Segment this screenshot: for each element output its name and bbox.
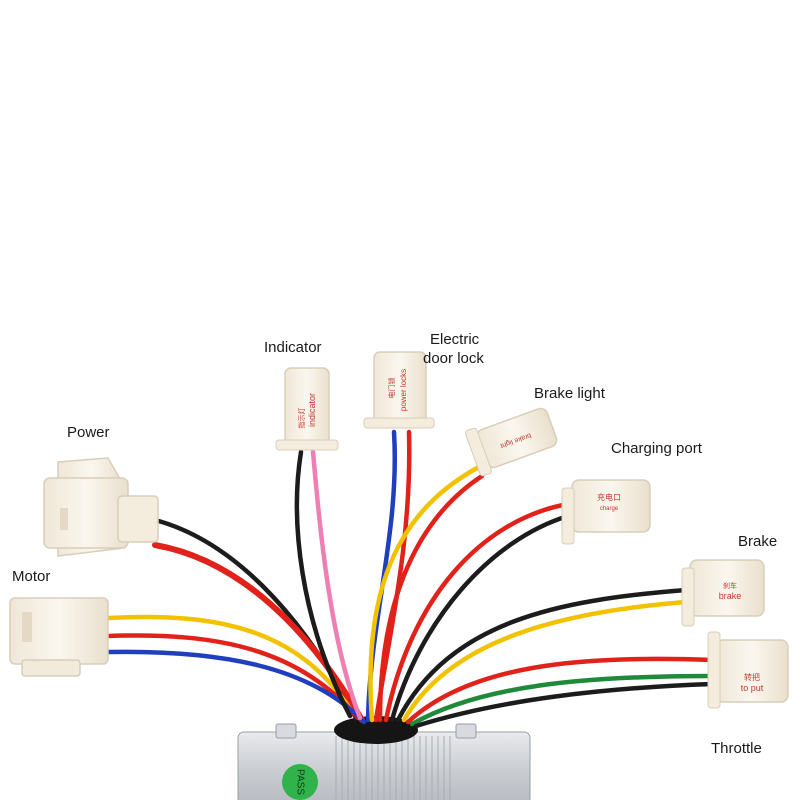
wire-throttle-red [405,656,715,725]
label-indicator: Indicator [264,339,322,356]
brake-light-connector: brake light [464,407,558,477]
wire-power-red [152,542,365,723]
label-brake: Brake [738,533,778,550]
wire-charge-red [383,501,571,723]
wire-throttle-green [409,673,715,727]
indicator-connector: 指示灯 indicator [275,367,339,451]
label-motor: Motor [12,568,51,585]
wire-brakelight-red [377,473,485,723]
brake-connector: 刹车 brake [681,559,765,627]
label-door-lock-line2: door lock [423,350,484,367]
label-door-lock-line1: Electric [430,331,480,348]
wire-brake-black [395,587,689,723]
throttle-print-en: to put [741,683,764,693]
indicator-print-cn: 指示灯 [297,408,306,429]
wire-brakelight-yellow [368,465,480,723]
brake-print-en: brake [719,591,742,601]
power-connector [43,457,159,557]
charge-print-cn: 充电口 [597,492,621,502]
indicator-print-en: indicator [307,393,317,427]
wire-bundle [105,429,715,729]
wire-indicator-pink [310,449,363,721]
wire-charge-black [389,513,571,723]
label-charging-port: Charging port [611,440,702,457]
label-brake-light: Brake light [534,385,605,402]
wire-throttle-black [413,681,715,729]
wire-brake-yellow [401,599,689,723]
throttle-print-cn: 转把 [744,672,760,682]
label-power: Power [67,424,110,441]
controller-housing [237,716,531,800]
pass-sticker: PASS [282,764,318,800]
charging-port-connector: 充电口 charge [561,479,651,545]
wire-motor-red [105,633,361,721]
brake-print-cn: 刹车 [723,581,737,590]
pass-sticker-text: PASS [294,769,305,795]
wire-indicator-black [294,449,353,719]
door-lock-connector: 电门锁 power locks [363,351,435,429]
label-throttle: Throttle [711,740,762,757]
door-lock-print-cn: 电门锁 [387,378,396,399]
wire-motor-yellow [105,614,355,715]
charge-print-en: charge [600,506,619,512]
throttle-connector: 转把 to put [707,631,789,709]
door-lock-print-en: power locks [399,369,408,411]
motor-connector [9,597,109,677]
